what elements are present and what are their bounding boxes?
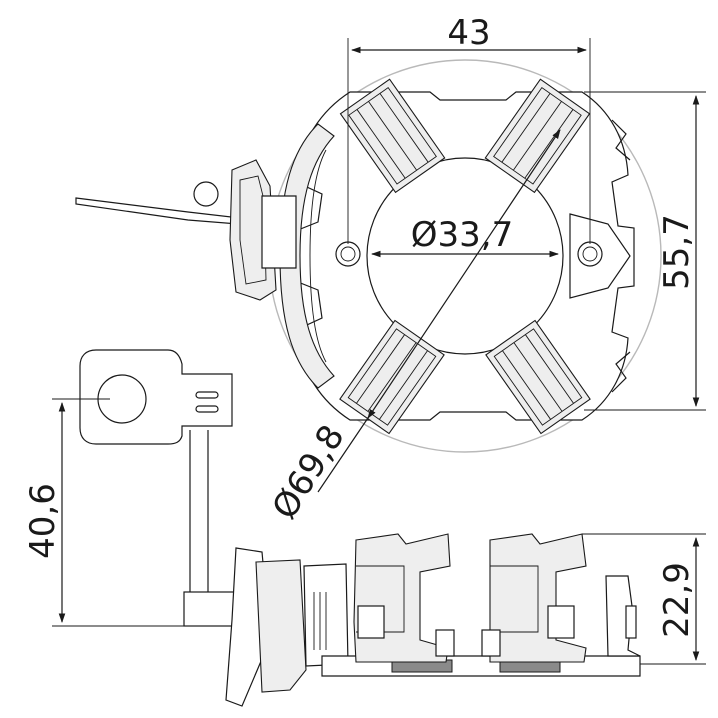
mounting-hole-right bbox=[577, 241, 603, 267]
dimension-69-8-label: Ø69,8 bbox=[265, 418, 353, 526]
dimension-40-6: 40,6 bbox=[23, 398, 232, 627]
right-end-tab bbox=[625, 605, 637, 639]
lug-slot-bottom bbox=[195, 405, 219, 413]
dimension-55-7-label: 55,7 bbox=[657, 214, 697, 290]
brush-holder-side-right bbox=[481, 533, 587, 663]
right-spring-clip bbox=[611, 119, 631, 393]
dimension-22-9: 22,9 bbox=[582, 533, 706, 665]
dimension-43: 43 bbox=[347, 13, 591, 244]
lead-wire bbox=[75, 159, 297, 301]
lug-slot-top bbox=[195, 391, 219, 399]
dimension-33-7-label: Ø33,7 bbox=[411, 215, 513, 255]
right-end-clip bbox=[605, 575, 641, 657]
dimension-40-6-label: 40,6 bbox=[23, 483, 63, 559]
side-view bbox=[79, 349, 641, 707]
mounting-hole-right-inner bbox=[582, 246, 598, 262]
dimension-22-9-label: 22,9 bbox=[657, 562, 697, 638]
mounting-hole-left bbox=[335, 241, 361, 267]
housing-body bbox=[255, 559, 307, 693]
mounting-hole-left-inner bbox=[340, 246, 356, 262]
dimension-43-label: 43 bbox=[447, 13, 490, 53]
brush-holder-side-left bbox=[353, 533, 455, 663]
dimension-55-7: 55,7 bbox=[584, 91, 706, 411]
terminal-arc-inner bbox=[309, 149, 327, 363]
